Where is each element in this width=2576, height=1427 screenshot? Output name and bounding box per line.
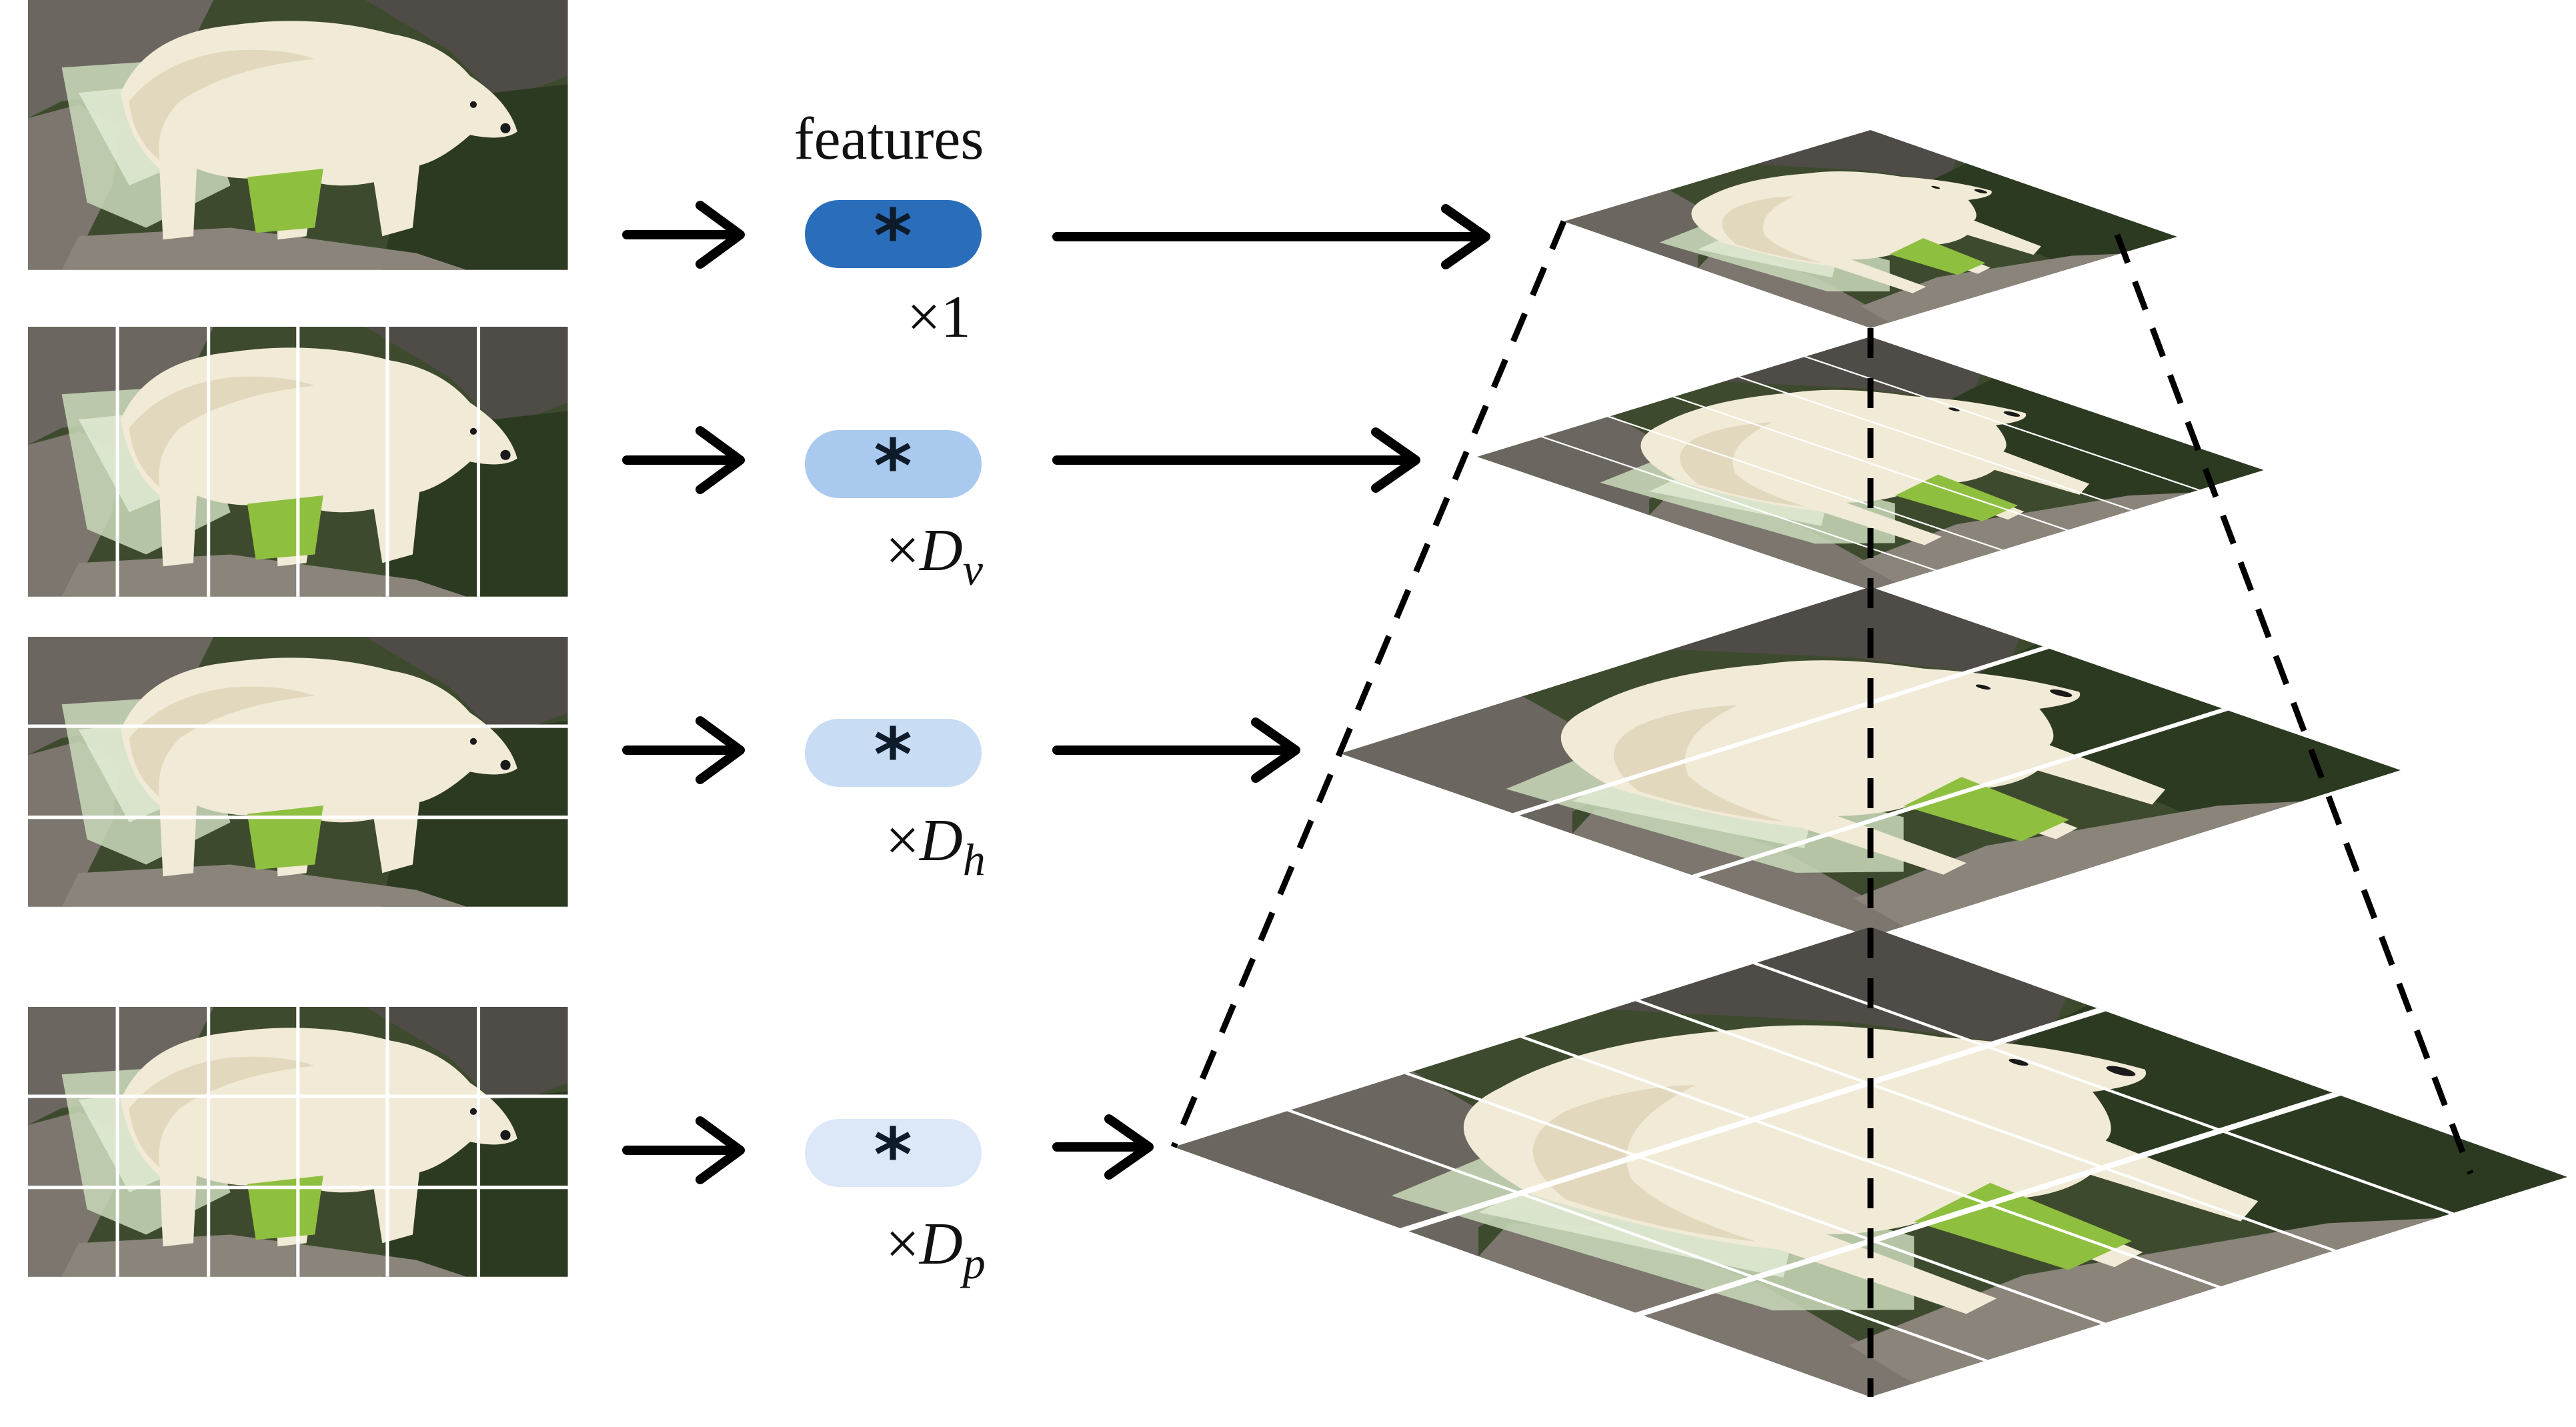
feature-pill — [805, 719, 982, 787]
pyramid-layer-global — [1564, 130, 2177, 328]
polar-bear-image — [28, 0, 568, 270]
feature-pill — [805, 200, 982, 268]
multiplier-label: ×1 — [907, 284, 971, 350]
polar-bear-image — [28, 327, 568, 597]
feature-star-icon: * — [874, 193, 912, 279]
row-global: * ×1 — [28, 0, 1490, 350]
feature-star-icon: * — [874, 712, 912, 798]
pyramid-layer-horizontal — [1340, 587, 2401, 937]
feature-star-icon: * — [874, 1112, 912, 1198]
row-patch: * ×Dp — [28, 1007, 1154, 1288]
grid-line — [1737, 376, 2134, 511]
polar-bear-image — [28, 637, 568, 907]
right-arrow-icon — [622, 426, 745, 494]
right-arrow-icon — [622, 716, 745, 784]
pyramid-dashed-outline — [1170, 220, 2474, 1397]
multiplier-label: ×Dp — [886, 1211, 986, 1288]
right-arrow-icon — [1052, 1114, 1154, 1180]
grid-line — [1635, 1092, 2341, 1316]
pyramid-layers — [1174, 130, 2567, 1397]
grid-line — [1520, 1036, 2221, 1288]
grid-line — [1400, 1008, 2106, 1232]
grid-line — [1512, 646, 2050, 816]
multiplier-label: ×Dh — [886, 808, 986, 885]
row-vertical: * ×Dv — [28, 327, 1420, 597]
right-arrow-icon — [1052, 204, 1490, 269]
grid-line — [1404, 1072, 2106, 1324]
feature-pill — [805, 430, 982, 498]
right-arrow-icon — [1052, 718, 1300, 783]
grid-line — [1691, 708, 2229, 878]
feature-pill — [805, 1119, 982, 1187]
right-arrow-icon — [1052, 427, 1420, 493]
pyramid-layer-patch — [1174, 927, 2567, 1397]
right-arrow-icon — [622, 1116, 745, 1184]
grid-line — [1607, 416, 2004, 551]
polar-bear-image — [28, 1007, 568, 1277]
row-horizontal: * ×Dh — [28, 637, 1300, 907]
feature-star-icon: * — [874, 423, 912, 509]
features-label: features — [794, 106, 984, 172]
multiplier-label: ×Dv — [886, 517, 984, 595]
right-arrow-icon — [622, 201, 745, 269]
grid-line — [1635, 1000, 2337, 1252]
grid-line — [1286, 1110, 1989, 1362]
grid-line — [1672, 396, 2069, 531]
